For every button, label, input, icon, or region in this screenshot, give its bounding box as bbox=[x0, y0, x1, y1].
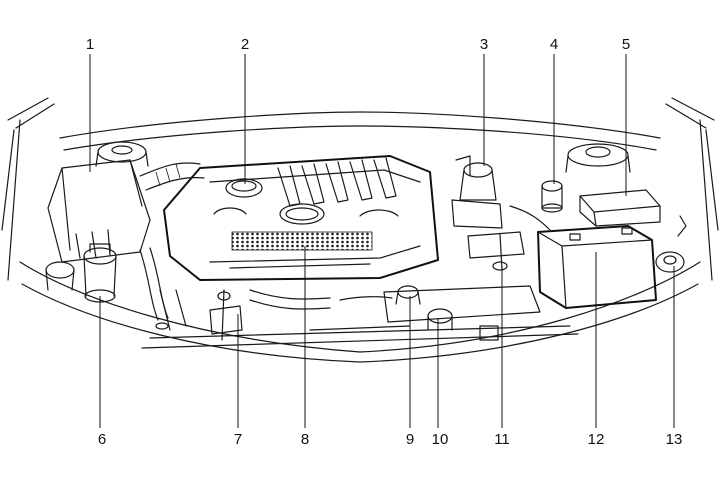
engine-oil-dipstick bbox=[155, 289, 243, 341]
callout-labels: 1 2 3 4 5 6 7 8 9 10 11 12 13 bbox=[86, 36, 683, 448]
left-strut-tower bbox=[95, 141, 149, 167]
callout-8: 8 bbox=[301, 431, 309, 448]
leader-lines bbox=[89, 54, 675, 428]
callout-9: 9 bbox=[406, 431, 414, 448]
battery bbox=[537, 225, 657, 309]
air-cleaner bbox=[47, 159, 205, 263]
callout-7: 7 bbox=[234, 431, 242, 448]
callout-13: 13 bbox=[666, 431, 683, 448]
callout-10: 10 bbox=[432, 431, 449, 448]
power-steering-reservoir bbox=[45, 243, 117, 303]
callout-2: 2 bbox=[241, 36, 249, 53]
engine-hoses bbox=[139, 247, 331, 321]
right-strut-tower bbox=[565, 143, 631, 173]
transaxle-dipstick bbox=[467, 205, 551, 271]
washer-fluid-reservoir bbox=[655, 215, 687, 273]
callout-3: 3 bbox=[480, 36, 488, 53]
callout-11: 11 bbox=[494, 431, 510, 448]
callout-1: 1 bbox=[86, 36, 94, 53]
clutch-fluid-reservoir bbox=[541, 180, 563, 213]
fuse-relay-box bbox=[579, 189, 661, 227]
engine-cover bbox=[163, 155, 439, 281]
callout-5: 5 bbox=[622, 36, 630, 53]
callout-4: 4 bbox=[550, 36, 558, 53]
radiator-support bbox=[309, 325, 499, 341]
callout-12: 12 bbox=[588, 431, 605, 448]
brake-fluid-reservoir bbox=[451, 155, 503, 229]
callout-6: 6 bbox=[98, 431, 106, 448]
radiator-cap bbox=[395, 285, 421, 305]
coolant-reservoir bbox=[339, 285, 541, 331]
body-outline bbox=[1, 97, 719, 363]
